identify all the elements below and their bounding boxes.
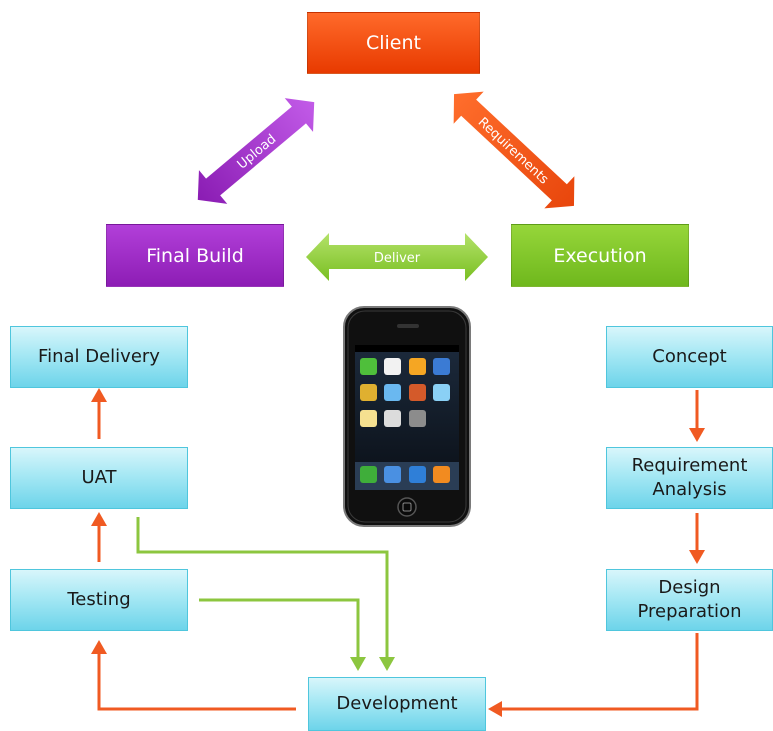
smartphone-icon — [343, 306, 471, 527]
requirements-label: Requirements — [475, 115, 551, 188]
uat-box: UAT — [10, 447, 188, 509]
execution-box: Execution — [511, 224, 689, 287]
final-build-box: Final Build — [106, 224, 284, 287]
upload-arrow: Upload — [197, 98, 315, 204]
arrow-requirement-to-design — [689, 513, 705, 564]
arrow-design-to-development — [488, 633, 699, 717]
arrow-uat-to-final-delivery — [91, 388, 107, 439]
arrow-concept-to-requirement — [689, 390, 705, 442]
app-icon-grid — [355, 358, 459, 490]
concept-box: Concept — [606, 326, 773, 388]
deliver-arrow: Deliver — [306, 233, 488, 281]
testing-box: Testing — [10, 569, 188, 631]
arrow-development-to-testing — [91, 640, 296, 711]
requirement-analysis-box: Requirement Analysis — [606, 447, 773, 509]
client-box: Client — [307, 12, 480, 74]
arrow-testing-to-uat — [91, 512, 107, 562]
requirements-arrow: Requirements — [453, 91, 575, 209]
design-preparation-box: Design Preparation — [606, 569, 773, 631]
uat-to-development-line — [136, 517, 395, 671]
testing-to-development-line — [199, 598, 366, 671]
deliver-label: Deliver — [374, 251, 421, 266]
final-delivery-box: Final Delivery — [10, 326, 188, 388]
development-box: Development — [308, 677, 486, 731]
